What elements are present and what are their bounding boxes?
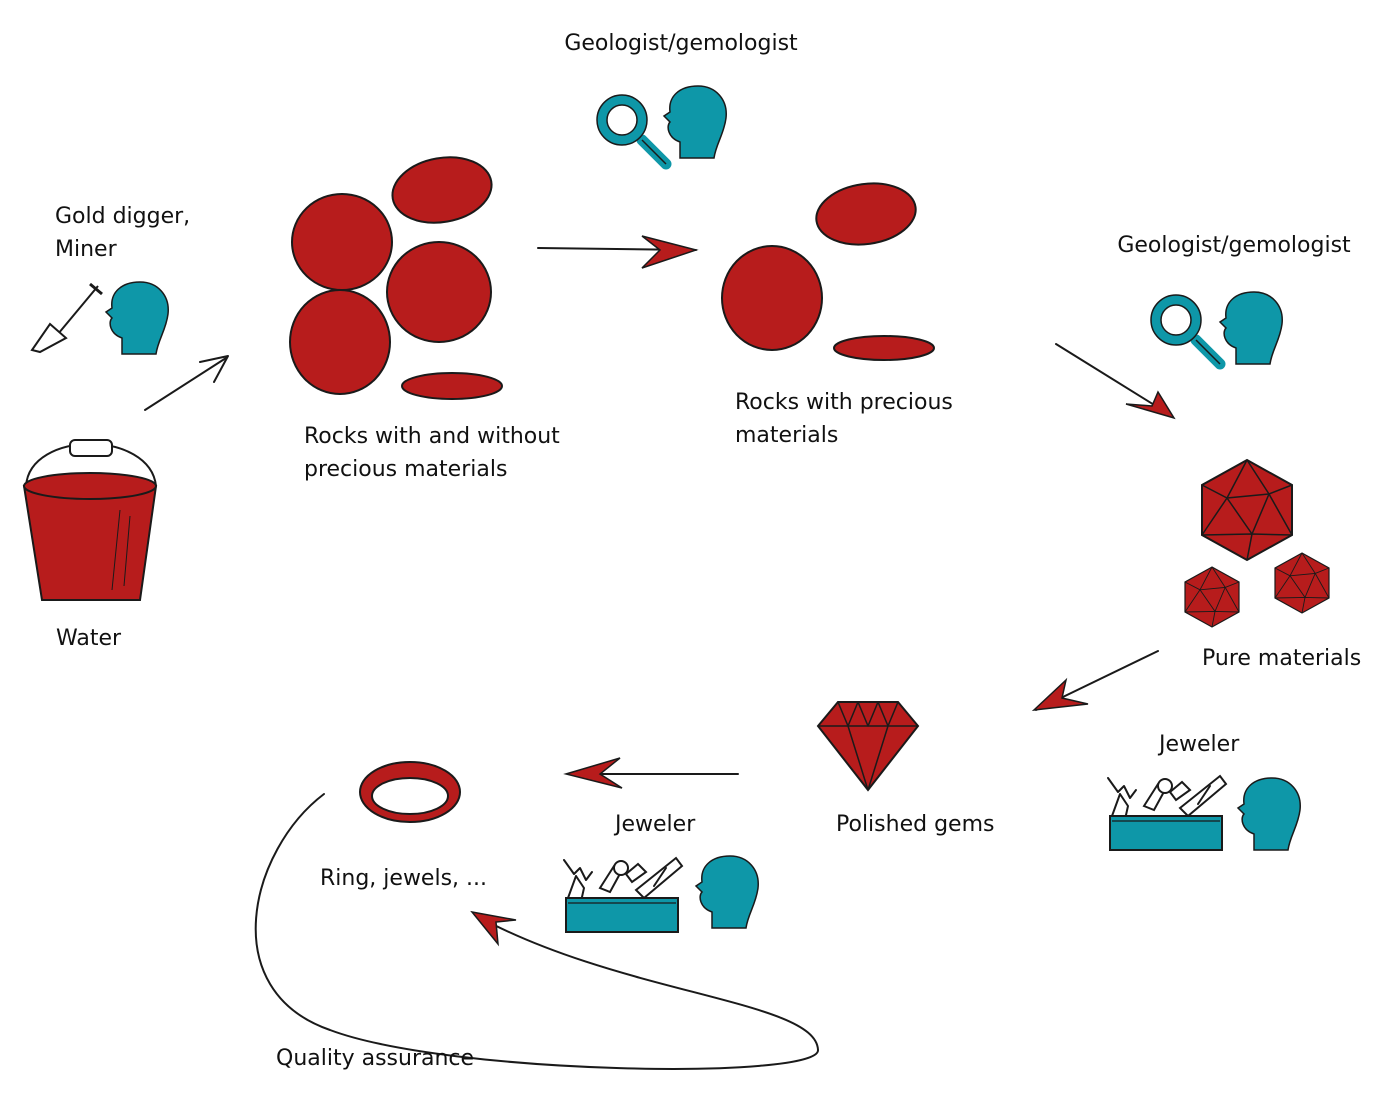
magnifier-icon xyxy=(597,95,666,164)
rocks-precious-label-line-2: materials xyxy=(735,423,839,448)
person-head-icon xyxy=(105,281,169,355)
person-head-icon xyxy=(663,85,727,159)
arrow-icon xyxy=(1031,650,1159,711)
miner-label: Gold digger, Miner xyxy=(55,200,190,266)
rock-icon xyxy=(291,193,393,291)
miner-label-line-2: Miner xyxy=(55,237,117,262)
water-label: Water xyxy=(56,626,122,651)
geologist-top-label: Geologist/gemologist xyxy=(564,31,798,56)
pure-materials-label: Pure materials xyxy=(1202,646,1362,671)
shovel-icon xyxy=(30,282,103,354)
jeweler-bottom-label: Jeweler xyxy=(615,812,696,837)
ring-icon xyxy=(359,761,461,823)
rock-icon xyxy=(386,241,492,343)
icosahedron-icon xyxy=(1274,552,1330,614)
rocks-all-label-line-2: precious materials xyxy=(304,457,508,482)
rock-icon xyxy=(833,335,935,361)
arrow-icon xyxy=(537,235,699,269)
icosahedron-icon xyxy=(1184,566,1240,628)
rocks-all-label: Rocks with and without precious material… xyxy=(304,420,560,486)
rocks-all-group xyxy=(289,156,503,400)
ring-label: Ring, jewels, ... xyxy=(320,866,488,891)
arrow-icon xyxy=(1055,343,1176,420)
quality-assurance-label: Quality assurance xyxy=(276,1046,475,1071)
geologist-right-label: Geologist/gemologist xyxy=(1117,233,1351,258)
rocks-precious-label-line-1: Rocks with precious xyxy=(735,390,953,415)
magnifier-icon xyxy=(1151,295,1220,364)
jeweler-right-label: Jeweler xyxy=(1159,732,1240,757)
icosahedron-icon xyxy=(1201,459,1293,561)
rock-icon xyxy=(391,156,493,224)
toolbox-icon xyxy=(563,857,683,933)
diamond-icon xyxy=(816,701,920,792)
rocks-all-label-line-1: Rocks with and without xyxy=(304,424,560,449)
rock-icon xyxy=(721,245,823,351)
miner-label-line-1: Gold digger, xyxy=(55,204,191,229)
bucket-icon xyxy=(22,439,158,601)
rocks-precious-label: Rocks with precious materials xyxy=(735,386,953,452)
person-head-icon xyxy=(695,855,759,929)
rock-icon xyxy=(401,372,503,400)
rock-icon xyxy=(289,289,391,395)
person-head-icon xyxy=(1219,291,1283,365)
toolbox-icon xyxy=(1107,775,1227,851)
rock-icon xyxy=(815,182,917,246)
person-head-icon xyxy=(1237,777,1301,851)
arrow-icon xyxy=(144,355,229,411)
polished-gems-label: Polished gems xyxy=(836,812,995,837)
quality-loop-arrow xyxy=(254,793,820,1070)
arrow-icon xyxy=(563,757,739,789)
rocks-precious-group xyxy=(721,182,935,361)
